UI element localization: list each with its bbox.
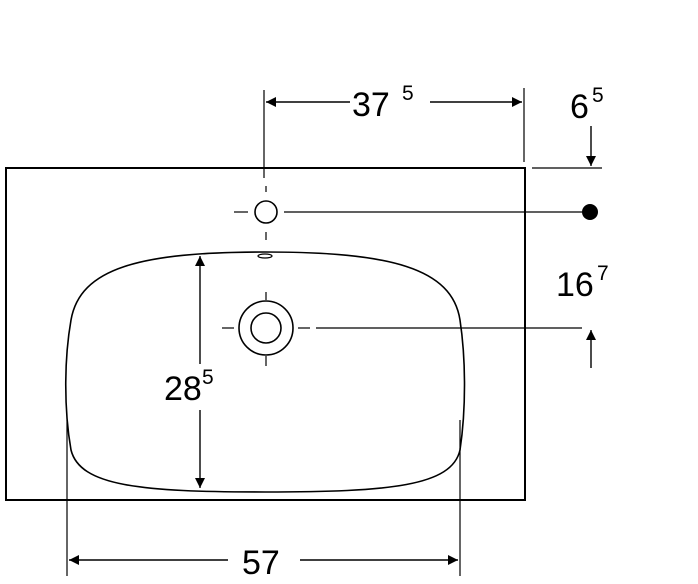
bowl-outline — [64, 251, 466, 493]
dim-label-tap-hole-offset: 37 — [352, 86, 390, 124]
drain — [222, 292, 582, 366]
dim-label-bowl-depth: 28 — [164, 370, 202, 408]
dimension-top-edge-offset: 6 5 — [532, 84, 604, 169]
dimension-tap-hole-offset: 37 5 — [263, 82, 525, 178]
dim-sup-hole-spacing: 7 — [597, 262, 609, 285]
overflow-slot — [257, 253, 273, 259]
dim-label-bowl-width: 57 — [242, 544, 280, 582]
dim-label-hole-spacing: 16 — [556, 266, 594, 304]
dim-sup-tap-hole-offset: 5 — [402, 82, 414, 105]
dim-sup-bowl-depth: 5 — [202, 366, 214, 389]
tap-hole — [234, 186, 598, 240]
dimension-bowl-width: 57 — [66, 420, 461, 582]
dim-sup-top-edge-offset: 5 — [592, 84, 604, 107]
dimension-bowl-depth: 28 5 — [164, 256, 214, 488]
dim-label-top-edge-offset: 6 — [570, 88, 589, 126]
dimension-hole-spacing: 16 7 — [556, 262, 609, 368]
countertop-outline — [5, 167, 526, 501]
